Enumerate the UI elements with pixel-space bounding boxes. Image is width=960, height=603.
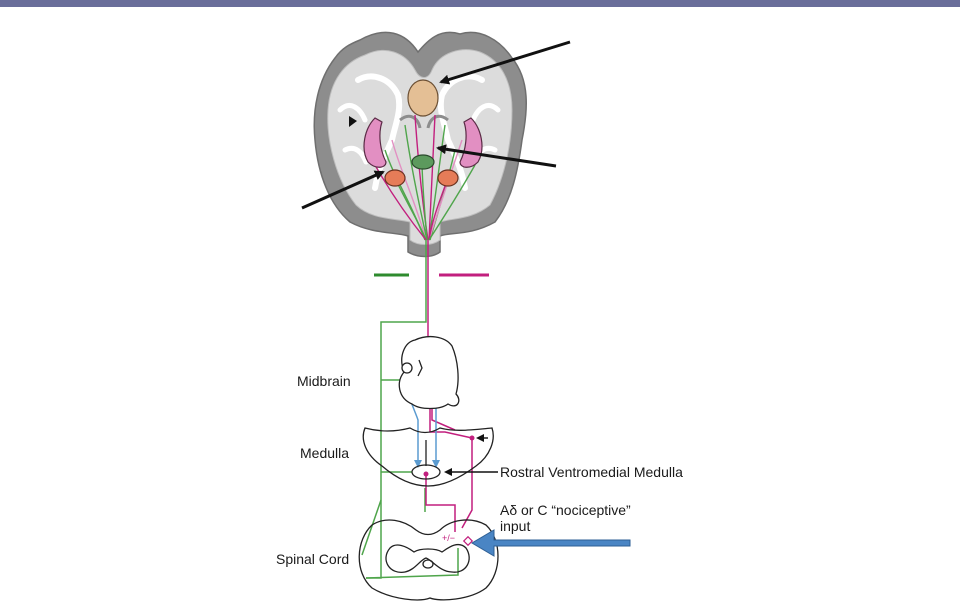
hypothalamus-nucleus [411, 154, 435, 170]
small-arrowhead-cortex [349, 116, 357, 127]
brain-coronal-section [313, 31, 528, 258]
rvm-cell [423, 471, 429, 477]
arrow-to-orange-nucleus [301, 170, 385, 210]
descending-fibers-brain [374, 114, 476, 241]
header-bar [0, 0, 960, 7]
label-nociceptive-input-line1: Aδ or C “nociceptive” [500, 502, 631, 518]
descending-magenta-pathway [425, 240, 473, 532]
arrow-to-green-nucleus [436, 144, 557, 168]
amygdala-right [437, 169, 459, 187]
magenta-cell [469, 435, 475, 441]
arrow-to-tan-nucleus [439, 40, 571, 85]
insula-left [363, 117, 387, 168]
label-nociceptive-input-line2: input [500, 518, 531, 534]
medulla-section [362, 427, 494, 487]
label-midbrain: Midbrain [297, 373, 351, 389]
dorsal-horn-mark: +/− [442, 533, 455, 543]
spinal-cord-section [358, 519, 499, 601]
nociceptive-input-arrow [471, 529, 631, 557]
label-medulla: Medulla [300, 445, 350, 461]
label-rostral-ventromedial-medulla: Rostral Ventromedial Medulla [500, 464, 683, 480]
midbrain-section [398, 335, 460, 410]
label-spinal-cord: Spinal Cord [276, 551, 350, 567]
dorsal-horn-synapse [462, 535, 474, 547]
cortex-nucleus-tan [407, 79, 439, 117]
amygdala-left [384, 169, 406, 187]
